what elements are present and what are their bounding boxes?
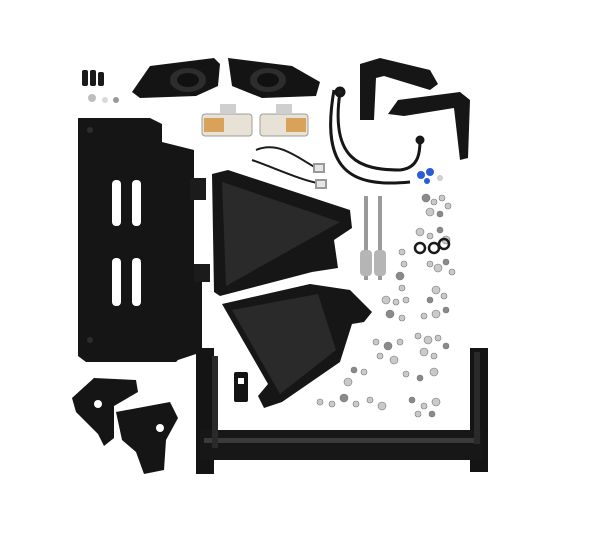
fastener-washer	[339, 393, 349, 403]
fastener-washer	[433, 263, 443, 273]
fastener-washer	[415, 227, 425, 237]
fastener-washer	[372, 338, 380, 346]
fastener-washer	[429, 367, 439, 377]
fastener-washer	[376, 352, 384, 360]
gusset-plate-upper	[212, 170, 352, 296]
mount-bracket-right	[116, 402, 178, 474]
skid-side-bracket	[190, 178, 210, 282]
fastener-washer	[436, 210, 444, 218]
fastener-washer	[398, 248, 406, 256]
fastener-washer	[350, 366, 358, 374]
fastener-washer	[381, 295, 391, 305]
fastener-washer	[426, 296, 434, 304]
fog-lamp-bezel-left	[132, 58, 220, 98]
fastener-washer	[431, 397, 441, 407]
fastener-washer	[423, 335, 433, 345]
fastener-washer	[385, 309, 395, 319]
fastener-washer	[398, 314, 406, 322]
fastener-washer	[440, 292, 448, 300]
fastener-washer	[431, 309, 441, 319]
small-clip	[234, 372, 248, 402]
fastener-washer	[402, 370, 410, 378]
fastener-washer	[442, 306, 450, 314]
rubber-ring	[427, 241, 441, 255]
fastener-washer	[416, 374, 424, 382]
fastener-washer	[389, 355, 399, 365]
fastener-washer	[426, 260, 434, 268]
fastener-washer	[398, 284, 406, 292]
battery-cables	[329, 86, 425, 185]
fastener-washer	[377, 401, 387, 411]
fastener-washer	[444, 202, 452, 210]
fastener-washer	[434, 334, 442, 342]
fastener-washer	[366, 396, 374, 404]
fastener-washer	[414, 410, 422, 418]
fog-lamp-bezel-right	[228, 58, 320, 98]
indicator-lamp-left	[201, 104, 253, 137]
mount-bracket-left	[72, 378, 138, 446]
fastener-washer	[442, 342, 450, 350]
small-hardware-accent	[417, 168, 443, 184]
side-mirror-arm-right	[388, 92, 470, 160]
fastener-washer	[360, 368, 368, 376]
fastener-washer	[430, 352, 438, 360]
fastener-washer	[442, 258, 450, 266]
skid-plate	[78, 118, 202, 362]
fastener-washer	[400, 260, 408, 268]
fastener-washer	[436, 226, 444, 234]
threaded-rods	[360, 196, 386, 280]
fastener-washer	[420, 312, 428, 320]
fastener-washer	[428, 410, 436, 418]
fastener-washer	[343, 377, 353, 387]
fastener-washer	[395, 271, 405, 281]
fastener-hardware	[316, 193, 456, 418]
fastener-washer	[448, 268, 456, 276]
indicator-lamp-right	[259, 104, 309, 137]
wiring-harness	[251, 146, 327, 189]
rubber-ring	[437, 237, 451, 251]
fastener-washer	[402, 296, 410, 304]
fastener-washer	[426, 232, 434, 240]
fastener-washer	[383, 341, 393, 351]
fastener-washer	[421, 193, 431, 203]
fastener-washer	[430, 198, 438, 206]
fastener-washer	[419, 347, 429, 357]
side-mirror-arm-left	[360, 58, 438, 120]
fastener-washer	[420, 402, 428, 410]
fastener-washer	[425, 207, 435, 217]
fastener-washer	[431, 285, 441, 295]
fastener-washer	[414, 332, 422, 340]
fastener-washer	[396, 338, 404, 346]
fastener-washer	[328, 400, 336, 408]
fastener-washer	[438, 194, 446, 202]
fastener-washer	[408, 396, 416, 404]
small-brackets-cluster	[82, 70, 119, 103]
fastener-washer	[316, 398, 324, 406]
front-mounting-bar	[196, 348, 488, 474]
gusset-plate-lower	[222, 284, 372, 408]
fastener-washer	[352, 400, 360, 408]
rubber-ring	[413, 241, 427, 255]
fastener-washer	[392, 298, 400, 306]
